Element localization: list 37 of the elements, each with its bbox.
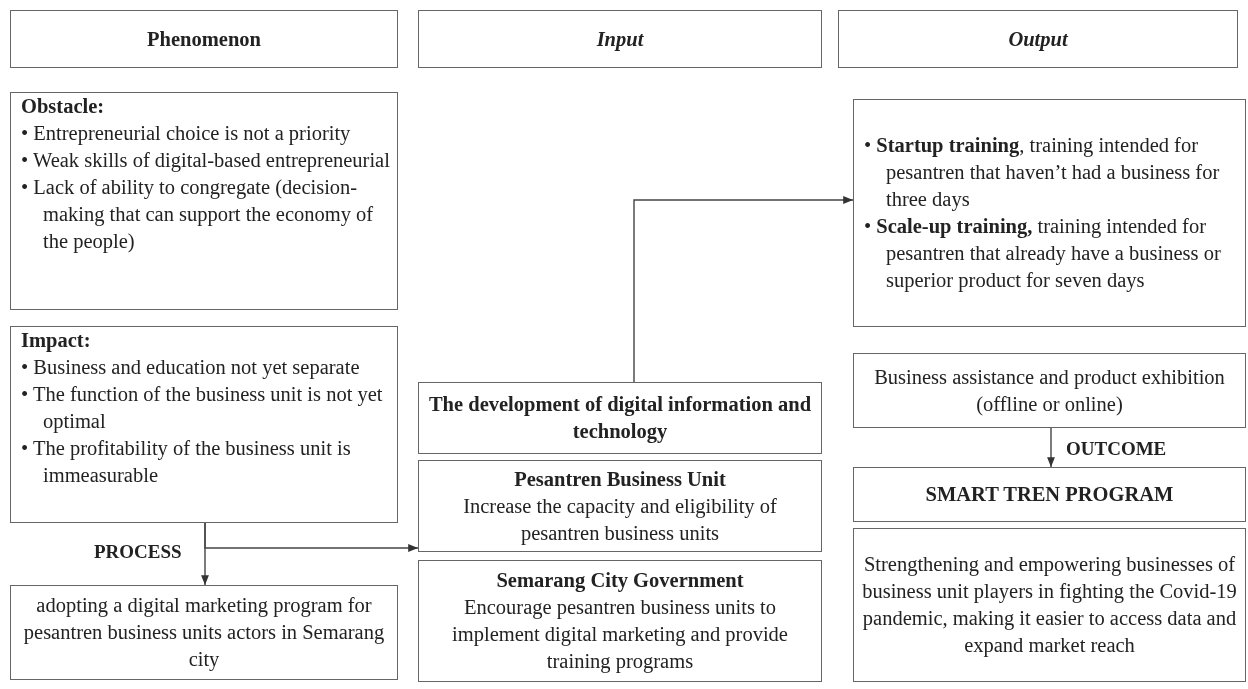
bullet-item: • Scale-up training, training intended for pesantren that already have a business or superior product for seven days (864, 214, 1222, 294)
text-box (10, 92, 398, 310)
text-box (10, 585, 398, 680)
list-heading: Obstacle: (21, 94, 106, 119)
arrow (204, 522, 419, 552)
box-title: SMART TREN PROGRAM (924, 482, 1175, 507)
box-title: The development of digital information and technology (427, 392, 813, 445)
column-heading: Input (595, 26, 645, 53)
text-box (853, 528, 1246, 682)
box-title: Semarang City Government (495, 568, 745, 594)
bullet-item: • Lack of ability to congregate (decision-making that can support the economy of the people) (21, 175, 375, 255)
column-heading: Phenomenon (146, 26, 262, 52)
box-text: adopting a digital marketing program for pesantren business units actors in Semarang city (22, 593, 386, 673)
bullet-item: • Weak skills of digital-based entrepreneurial (21, 148, 391, 174)
text-box (418, 460, 822, 552)
text-box (418, 382, 822, 454)
text-box (853, 467, 1246, 522)
bullet-item: • Business and education not yet separate (21, 355, 361, 381)
box-text: Increase the capacity and eligibility of pesantren business units (462, 493, 778, 547)
box-text: Encourage pesantren business units to implement digital marketing and provide training programs (451, 595, 789, 675)
box-text: Business assistance and product exhibition (offline or online) (873, 364, 1226, 418)
arrow (633, 196, 854, 383)
list-heading: Impact: (21, 328, 92, 354)
text-box (10, 10, 398, 68)
arrow (1047, 427, 1055, 468)
bullet-item: • The function of the business unit is not yet optimal (21, 382, 384, 435)
column-heading: Output (1007, 26, 1069, 53)
text-box (838, 10, 1238, 68)
text-box (853, 353, 1246, 428)
bullet-item: • The profitability of the business unit is immeasurable (21, 436, 352, 488)
text-box (418, 10, 822, 68)
box-title: Pesantren Business Unit (513, 466, 727, 492)
box-text: Strengthening and empowering businesses of business unit players in fighting the Covid-19 pandemic, making it easier to access data and expand market reach (862, 552, 1237, 659)
bullet-item: • Entrepreneurial choice is not a priority (21, 121, 352, 147)
text-box (10, 326, 398, 523)
text-box (853, 99, 1246, 327)
text-box (418, 560, 822, 682)
